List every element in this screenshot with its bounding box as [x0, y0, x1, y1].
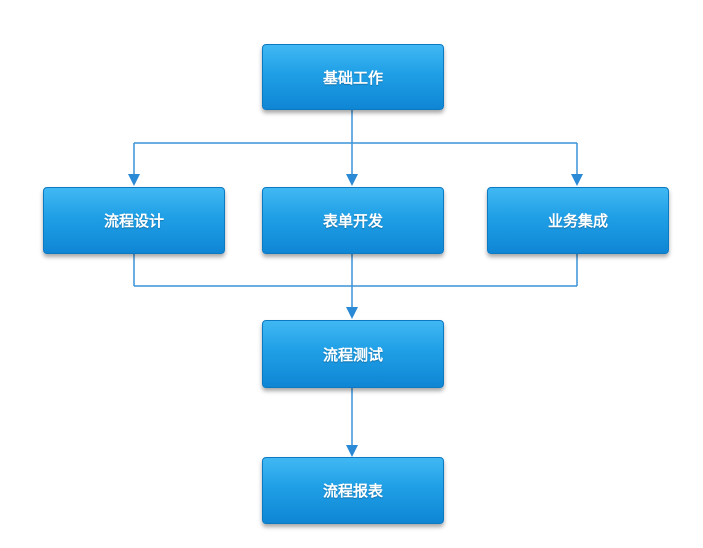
node-process-testing[interactable]: 流程测试	[262, 320, 444, 388]
node-basic-work-label: 基础工作	[322, 68, 383, 87]
node-form-development[interactable]: 表单开发	[262, 187, 444, 254]
node-form-development-label: 表单开发	[322, 212, 383, 230]
node-process-design-label: 流程设计	[103, 212, 164, 230]
arrowhead-process-reports	[346, 445, 358, 457]
arrowhead-process-testing	[346, 307, 358, 319]
node-process-reports-label: 流程报表	[322, 482, 383, 500]
node-basic-work[interactable]: 基础工作	[262, 44, 444, 110]
arrowhead-process-design	[128, 174, 140, 186]
node-business-integration[interactable]: 业务集成	[487, 187, 669, 254]
node-business-integration-label: 业务集成	[547, 212, 608, 230]
node-process-testing-label: 流程测试	[322, 345, 383, 364]
arrowhead-form-development	[346, 174, 358, 186]
node-process-reports[interactable]: 流程报表	[262, 457, 444, 524]
arrowhead-business-integration	[571, 174, 583, 186]
node-process-design[interactable]: 流程设计	[43, 187, 225, 254]
